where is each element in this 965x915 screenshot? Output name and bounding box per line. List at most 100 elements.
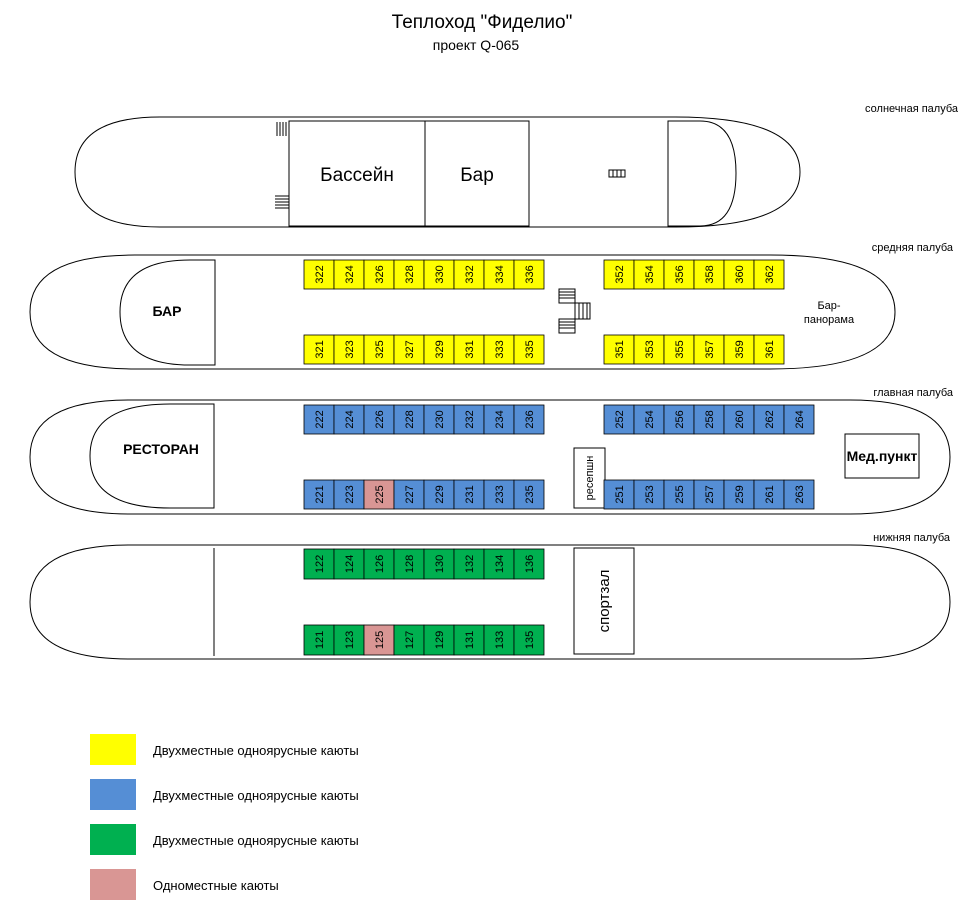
cabin-226[interactable]: 226 (363, 404, 395, 435)
cabin-box[interactable] (483, 259, 515, 290)
cabin-box[interactable] (303, 479, 335, 510)
cabin-box[interactable] (633, 404, 665, 435)
cabin-335[interactable]: 335 (513, 334, 545, 365)
cabin-box[interactable] (363, 259, 395, 290)
cabin-box[interactable] (423, 259, 455, 290)
cabin-box[interactable] (423, 404, 455, 435)
cabin-box[interactable] (603, 404, 635, 435)
cabin-327[interactable]: 327 (393, 334, 425, 365)
cabin-358[interactable]: 358 (693, 259, 725, 290)
cabin-263[interactable]: 263 (783, 479, 815, 510)
cabin-132[interactable]: 132 (453, 548, 485, 580)
cabin-129[interactable]: 129 (423, 624, 455, 656)
cabin-box[interactable] (423, 479, 455, 510)
cabin-251[interactable]: 251 (603, 479, 635, 510)
cabin-330[interactable]: 330 (423, 259, 455, 290)
cabin-223[interactable]: 223 (333, 479, 365, 510)
cabin-224[interactable]: 224 (333, 404, 365, 435)
cabin-box[interactable] (753, 404, 785, 435)
cabin-225[interactable]: 225 (363, 479, 395, 510)
cabin-130[interactable]: 130 (423, 548, 455, 580)
cabin-229[interactable]: 229 (423, 479, 455, 510)
cabin-264[interactable]: 264 (783, 404, 815, 435)
cabin-354[interactable]: 354 (633, 259, 665, 290)
cabin-box[interactable] (483, 334, 515, 365)
cabin-134[interactable]: 134 (483, 548, 515, 580)
cabin-box[interactable] (723, 334, 755, 365)
cabin-336[interactable]: 336 (513, 259, 545, 290)
cabin-231[interactable]: 231 (453, 479, 485, 510)
cabin-box[interactable] (753, 259, 785, 290)
cabin-357[interactable]: 357 (693, 334, 725, 365)
cabin-254[interactable]: 254 (633, 404, 665, 435)
cabin-box[interactable] (693, 479, 725, 510)
cabin-331[interactable]: 331 (453, 334, 485, 365)
cabin-124[interactable]: 124 (333, 548, 365, 580)
cabin-box[interactable] (453, 548, 485, 580)
cabin-259[interactable]: 259 (723, 479, 755, 510)
cabin-260[interactable]: 260 (723, 404, 755, 435)
cabin-box[interactable] (333, 259, 365, 290)
cabin-box[interactable] (603, 479, 635, 510)
cabin-255[interactable]: 255 (663, 479, 695, 510)
cabin-123[interactable]: 123 (333, 624, 365, 656)
cabin-box[interactable] (393, 334, 425, 365)
cabin-box[interactable] (303, 334, 335, 365)
cabin-359[interactable]: 359 (723, 334, 755, 365)
cabin-box[interactable] (453, 334, 485, 365)
cabin-box[interactable] (363, 479, 395, 510)
cabin-351[interactable]: 351 (603, 334, 635, 365)
cabin-box[interactable] (303, 259, 335, 290)
cabin-box[interactable] (603, 334, 635, 365)
cabin-box[interactable] (333, 479, 365, 510)
cabin-135[interactable]: 135 (513, 624, 545, 656)
cabin-box[interactable] (363, 334, 395, 365)
cabin-360[interactable]: 360 (723, 259, 755, 290)
cabin-box[interactable] (783, 404, 815, 435)
cabin-box[interactable] (693, 334, 725, 365)
cabin-324[interactable]: 324 (333, 259, 365, 290)
cabin-227[interactable]: 227 (393, 479, 425, 510)
cabin-235[interactable]: 235 (513, 479, 545, 510)
cabin-box[interactable] (633, 479, 665, 510)
cabin-box[interactable] (423, 548, 455, 580)
cabin-234[interactable]: 234 (483, 404, 515, 435)
cabin-box[interactable] (753, 334, 785, 365)
cabin-box[interactable] (453, 624, 485, 656)
cabin-133[interactable]: 133 (483, 624, 515, 656)
cabin-box[interactable] (663, 259, 695, 290)
cabin-230[interactable]: 230 (423, 404, 455, 435)
cabin-332[interactable]: 332 (453, 259, 485, 290)
cabin-box[interactable] (693, 404, 725, 435)
cabin-box[interactable] (753, 479, 785, 510)
cabin-box[interactable] (723, 404, 755, 435)
cabin-box[interactable] (303, 548, 335, 580)
cabin-box[interactable] (603, 259, 635, 290)
cabin-362[interactable]: 362 (753, 259, 785, 290)
cabin-256[interactable]: 256 (663, 404, 695, 435)
cabin-box[interactable] (513, 479, 545, 510)
cabin-box[interactable] (423, 624, 455, 656)
cabin-258[interactable]: 258 (693, 404, 725, 435)
cabin-box[interactable] (363, 548, 395, 580)
cabin-box[interactable] (333, 624, 365, 656)
cabin-128[interactable]: 128 (393, 548, 425, 580)
cabin-122[interactable]: 122 (303, 548, 335, 580)
cabin-222[interactable]: 222 (303, 404, 335, 435)
cabin-127[interactable]: 127 (393, 624, 425, 656)
cabin-355[interactable]: 355 (663, 334, 695, 365)
cabin-125[interactable]: 125 (363, 624, 395, 656)
cabin-box[interactable] (663, 334, 695, 365)
cabin-261[interactable]: 261 (753, 479, 785, 510)
cabin-box[interactable] (393, 404, 425, 435)
cabin-box[interactable] (513, 548, 545, 580)
cabin-325[interactable]: 325 (363, 334, 395, 365)
cabin-box[interactable] (393, 479, 425, 510)
cabin-352[interactable]: 352 (603, 259, 635, 290)
cabin-323[interactable]: 323 (333, 334, 365, 365)
cabin-232[interactable]: 232 (453, 404, 485, 435)
cabin-233[interactable]: 233 (483, 479, 515, 510)
cabin-box[interactable] (483, 624, 515, 656)
cabin-131[interactable]: 131 (453, 624, 485, 656)
cabin-box[interactable] (363, 404, 395, 435)
